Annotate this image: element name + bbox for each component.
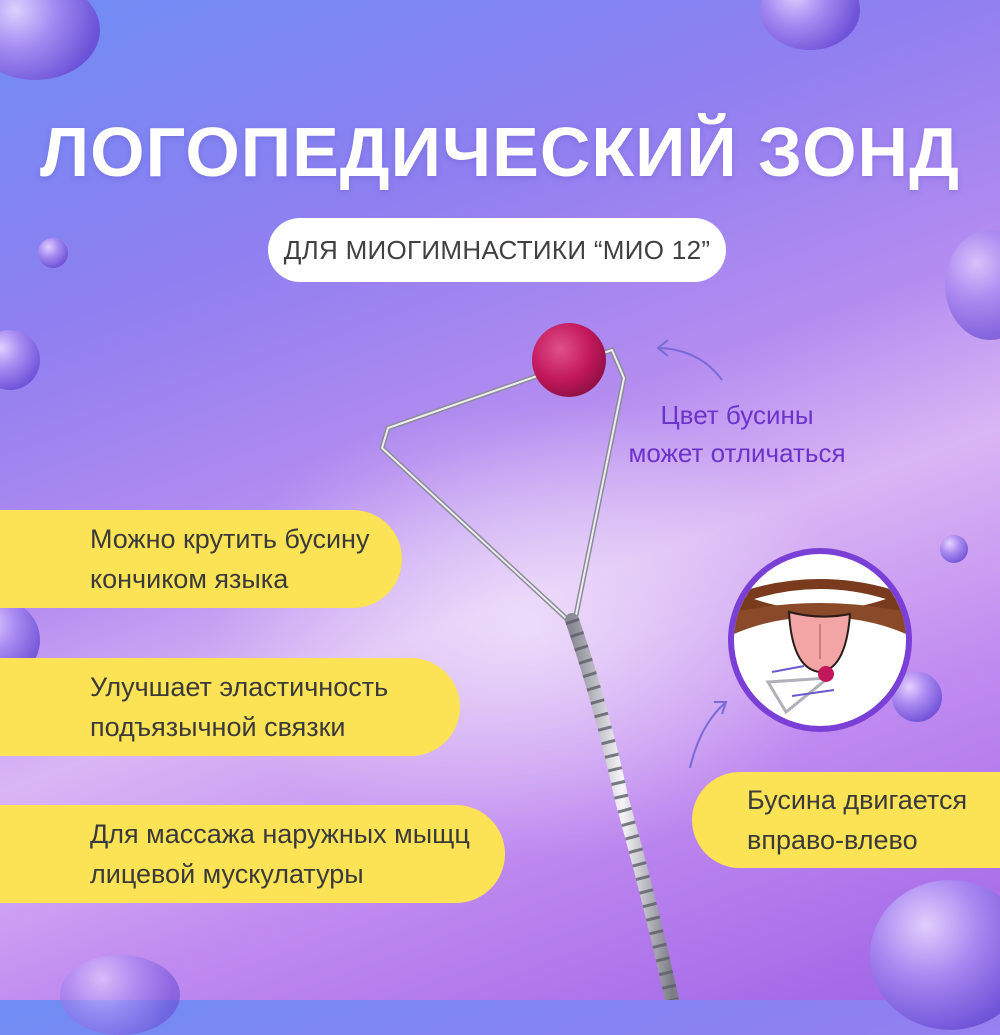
feature-pill: Улучшает эластичность подъязычной связки: [0, 658, 460, 756]
lower-lip: [734, 603, 906, 634]
feature-line-2: кончиком языка: [90, 564, 289, 594]
feature-line-1: Можно крутить бусину: [90, 524, 370, 554]
feature-pill: Для массажа наружных мыщц лицевой мускул…: [0, 805, 505, 903]
sphere-decoration: [38, 238, 68, 268]
callout-line-2: вправо-влево: [747, 825, 918, 855]
arrow-left-right: [791, 689, 835, 697]
subtitle-badge: ДЛЯ МИОГИМНАСТИКИ “МИО 12”: [268, 218, 726, 282]
sphere-decoration: [940, 535, 968, 563]
feature-line-1: Улучшает эластичность: [90, 672, 389, 702]
feature-pill: Можно крутить бусину кончиком языка: [0, 510, 402, 608]
arrow-left-right: [771, 665, 805, 673]
subtitle-text: ДЛЯ МИОГИМНАСТИКИ “МИО 12”: [283, 234, 711, 265]
probe-illustration: [379, 323, 728, 1000]
callout-line-1: Бусина двигается: [747, 785, 968, 815]
tongue-illustration: [734, 579, 906, 715]
page-title: ЛОГОПЕДИЧЕСКИЙ ЗОНД: [40, 113, 960, 191]
feature-line-2: лицевой мускулатуры: [90, 859, 364, 889]
note-line-1: Цвет бусины: [660, 400, 814, 430]
bead: [532, 323, 606, 397]
feature-line-2: подъязычной связки: [90, 712, 346, 742]
callout-pill: Бусина двигается вправо-влево: [692, 772, 1000, 868]
bead-small: [818, 666, 834, 682]
probe-loop-small: [765, 676, 833, 715]
note-line-2: может отличаться: [628, 438, 846, 468]
feature-line-1: Для массажа наружных мыщц: [90, 819, 470, 849]
usage-illustration: [728, 548, 912, 732]
bead-color-note: Цвет бусины может отличаться: [612, 396, 862, 472]
